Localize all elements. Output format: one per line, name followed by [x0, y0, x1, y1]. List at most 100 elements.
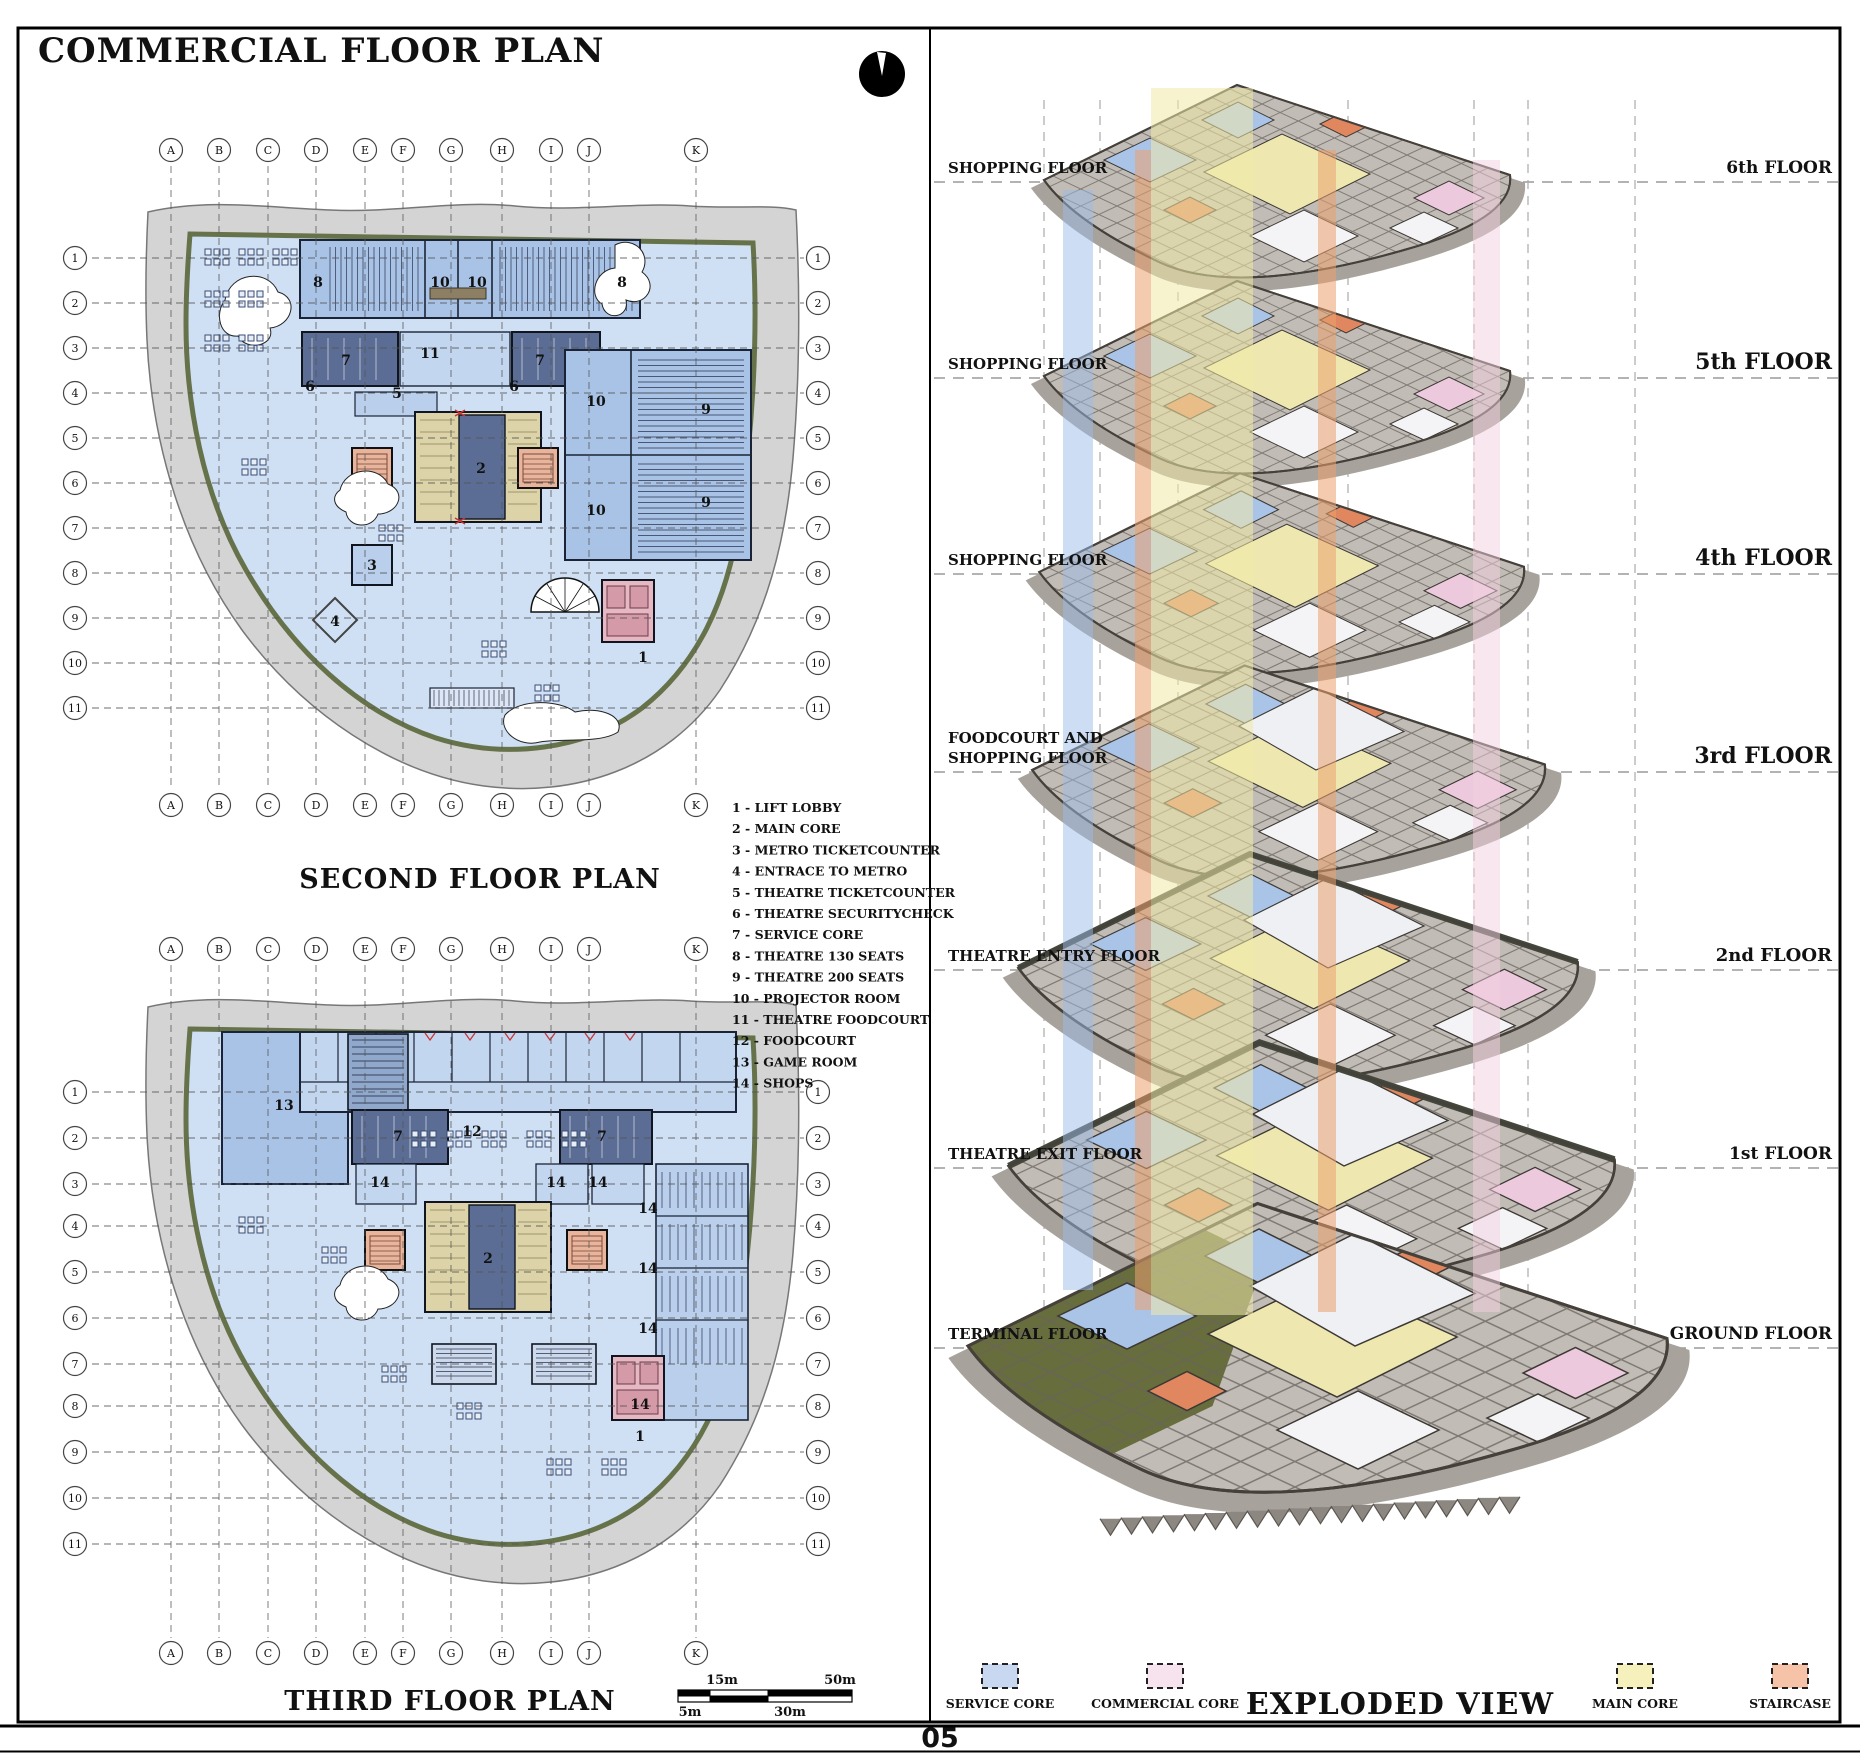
grid-column-D-label: D — [312, 943, 321, 956]
grid-column-G — [438, 137, 464, 163]
grid-row-4-label: 4 — [72, 387, 79, 400]
grid-row-6 — [805, 1305, 831, 1331]
grid-column-H — [489, 936, 515, 962]
landscape-pond — [334, 470, 400, 526]
room-label-6: 6 — [509, 379, 519, 395]
floor-left-label-5: THEATRE ENTRY FLOOR — [948, 947, 1160, 965]
room-label-8: 8 — [313, 275, 323, 291]
grid-column-A — [158, 1640, 184, 1666]
sheet-frame — [0, 26, 1860, 1753]
grid-column-B — [206, 792, 232, 818]
grid-row-9 — [62, 1439, 88, 1465]
grid-column-B-label: B — [215, 943, 223, 956]
grid-column-I-label: I — [549, 799, 553, 812]
grid-column-K — [683, 137, 709, 163]
room-label-10: 10 — [430, 275, 450, 291]
room-label-7: 7 — [393, 1129, 403, 1145]
grid-column-E — [352, 137, 378, 163]
room-label-2: 2 — [476, 461, 486, 477]
floor-right-label-3: 4th FLOOR — [1695, 545, 1833, 571]
grid-column-H-label: H — [497, 144, 507, 157]
grid-column-F — [390, 137, 416, 163]
legend-item-6: 6 - THEATRE SECURITYCHECK — [732, 906, 955, 921]
grid-column-G-label: G — [447, 144, 456, 157]
grid-column-F-label: F — [399, 1647, 407, 1660]
room-label-4: 4 — [330, 614, 340, 630]
grid-column-J-label: J — [586, 1647, 591, 1660]
legend-swatch-2 — [1616, 1663, 1654, 1689]
grid-column-D-label: D — [312, 144, 321, 157]
grid-row-3-label: 3 — [815, 342, 822, 355]
legend-item-5: 5 - THEATRE TICKETCOUNTER — [732, 885, 956, 900]
room-label-13: 13 — [274, 1098, 293, 1114]
grid-row-11 — [805, 1531, 831, 1557]
grid-column-B-label: B — [215, 1647, 223, 1660]
legend-item-7: 7 - SERVICE CORE — [732, 927, 863, 942]
grid-column-J-label: J — [586, 799, 591, 812]
grid-row-1-label: 1 — [72, 1086, 79, 1099]
grid-column-F-label: F — [399, 144, 407, 157]
grid-column-G — [438, 936, 464, 962]
grid-row-9-label: 9 — [72, 612, 79, 625]
grid-row-2 — [62, 1125, 88, 1151]
grid-row-6-label: 6 — [72, 477, 79, 490]
grid-column-B-label: B — [215, 799, 223, 812]
grid-column-B — [206, 1640, 232, 1666]
grid-row-10 — [62, 1485, 88, 1511]
room-label-9: 9 — [701, 495, 711, 511]
floor-right-label-2: 5th FLOOR — [1695, 349, 1833, 375]
room-label-14: 14 — [588, 1175, 608, 1191]
grid-row-9-label: 9 — [815, 612, 822, 625]
room-label-10: 10 — [586, 503, 606, 519]
legend-item-10: 10 - PROJECTOR ROOM — [732, 991, 900, 1006]
legend-swatch-0 — [981, 1663, 1019, 1689]
grid-row-6 — [62, 470, 88, 496]
grid-column-A — [158, 137, 184, 163]
grid-column-E — [352, 792, 378, 818]
grid-row-3 — [62, 335, 88, 361]
grid-row-8-label: 8 — [72, 567, 79, 580]
grid-row-5-label: 5 — [72, 432, 79, 445]
grid-column-A-label: A — [166, 144, 176, 157]
grid-column-F — [390, 936, 416, 962]
grid-column-E — [352, 1640, 378, 1666]
grid-column-J — [576, 1640, 602, 1666]
grid-row-10 — [805, 650, 831, 676]
grid-column-K-label: K — [692, 144, 701, 157]
grid-row-4 — [805, 380, 831, 406]
grid-row-8 — [805, 560, 831, 586]
legend-item-8: 8 - THEATRE 130 SEATS — [732, 948, 904, 963]
floor-left-label-1: SHOPPING FLOOR — [948, 159, 1108, 177]
room-label-10: 10 — [586, 394, 606, 410]
grid-column-J-label: J — [586, 943, 591, 956]
grid-row-5 — [62, 1259, 88, 1285]
grid-row-3 — [62, 1171, 88, 1197]
grid-row-9-label: 9 — [72, 1446, 79, 1459]
grid-row-4-label: 4 — [72, 1220, 79, 1233]
grid-row-11-label: 11 — [68, 1538, 82, 1551]
landscape-pond — [594, 241, 651, 316]
grid-row-6-label: 6 — [815, 477, 822, 490]
legend-item-3: 3 - METRO TICKETCOUNTER — [732, 842, 941, 857]
room-label-14: 14 — [546, 1175, 566, 1191]
grid-column-B — [206, 936, 232, 962]
grid-column-E-label: E — [361, 144, 369, 157]
floor-right-label-4: 3rd FLOOR — [1694, 743, 1832, 769]
grid-row-4-label: 4 — [815, 387, 822, 400]
grid-column-H-label: H — [497, 1647, 507, 1660]
floor-left-label-4: SHOPPING FLOOR — [948, 749, 1108, 767]
grid-row-8 — [62, 1393, 88, 1419]
legend-label-0: SERVICE CORE — [946, 1696, 1055, 1711]
grid-column-J — [576, 936, 602, 962]
grid-row-3-label: 3 — [72, 342, 79, 355]
floor-left-label-7: TERMINAL FLOOR — [948, 1325, 1108, 1343]
floor-right-label-6: 1st FLOOR — [1729, 1144, 1833, 1164]
legend-item-1: 1 - LIFT LOBBY — [732, 800, 842, 815]
grid-row-2-label: 2 — [72, 297, 79, 310]
grid-row-5 — [805, 425, 831, 451]
grid-row-5 — [62, 425, 88, 451]
grid-row-8-label: 8 — [72, 1400, 79, 1413]
grid-row-6 — [62, 1305, 88, 1331]
